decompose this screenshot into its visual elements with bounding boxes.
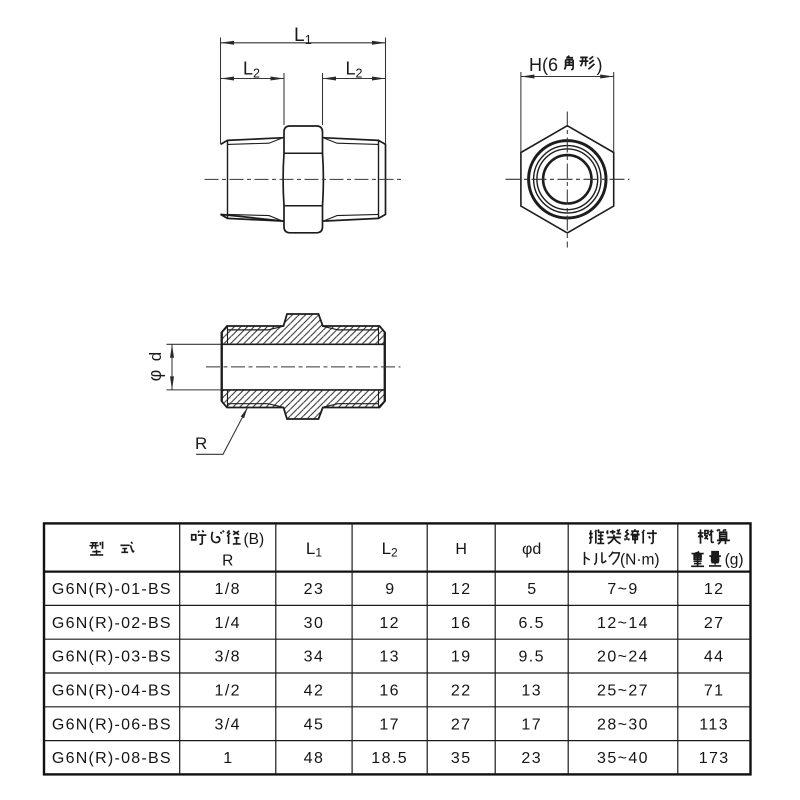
svg-text:23: 23 xyxy=(521,750,542,767)
svg-text:9: 9 xyxy=(385,581,394,598)
svg-text:27: 27 xyxy=(704,615,725,632)
svg-text:18.5: 18.5 xyxy=(371,750,408,767)
svg-text:G6N(R)-04-BS: G6N(R)-04-BS xyxy=(52,683,172,700)
svg-text:): ) xyxy=(597,55,603,75)
svg-text:48: 48 xyxy=(304,750,325,767)
svg-text:28~30: 28~30 xyxy=(597,716,649,733)
svg-text:17: 17 xyxy=(521,716,542,733)
svg-text:16: 16 xyxy=(379,683,400,700)
svg-text:R: R xyxy=(222,553,233,570)
svg-text:φ: φ xyxy=(145,370,165,382)
svg-text:17: 17 xyxy=(379,716,400,733)
svg-text:R: R xyxy=(195,434,207,453)
svg-text:(g): (g) xyxy=(725,552,744,569)
svg-text:1/8: 1/8 xyxy=(215,581,241,598)
svg-text:13: 13 xyxy=(521,683,542,700)
svg-text:16: 16 xyxy=(451,615,472,632)
svg-text:12: 12 xyxy=(704,581,725,598)
svg-text:34: 34 xyxy=(304,649,325,666)
svg-text:7~9: 7~9 xyxy=(607,581,638,598)
svg-text:12: 12 xyxy=(379,615,400,632)
svg-text:25~27: 25~27 xyxy=(597,683,649,700)
svg-text:G6N(R)-08-BS: G6N(R)-08-BS xyxy=(52,750,172,767)
svg-text:G6N(R)-06-BS: G6N(R)-06-BS xyxy=(52,716,172,733)
svg-text:42: 42 xyxy=(304,683,325,700)
svg-text:35~40: 35~40 xyxy=(597,750,649,767)
svg-text:H: H xyxy=(455,541,467,558)
svg-text:45: 45 xyxy=(304,716,325,733)
svg-text:6.5: 6.5 xyxy=(518,615,544,632)
svg-text:H(6: H(6 xyxy=(529,55,558,75)
svg-text:71: 71 xyxy=(704,683,725,700)
svg-text:12~14: 12~14 xyxy=(597,615,649,632)
svg-text:20~24: 20~24 xyxy=(597,649,649,666)
svg-text:3/8: 3/8 xyxy=(215,649,241,666)
svg-text:1/4: 1/4 xyxy=(215,615,241,632)
svg-text:1: 1 xyxy=(223,750,232,767)
svg-text:d: d xyxy=(146,352,165,361)
svg-text:113: 113 xyxy=(699,716,729,733)
svg-text:44: 44 xyxy=(704,649,725,666)
svg-text:φd: φd xyxy=(522,541,541,558)
svg-text:30: 30 xyxy=(304,615,325,632)
svg-text:12: 12 xyxy=(451,581,472,598)
svg-text:9.5: 9.5 xyxy=(518,649,544,666)
svg-text:(B): (B) xyxy=(244,531,265,548)
svg-text:13: 13 xyxy=(379,649,400,666)
svg-text:G6N(R)-01-BS: G6N(R)-01-BS xyxy=(52,581,172,598)
svg-text:27: 27 xyxy=(451,716,472,733)
svg-text:G6N(R)-03-BS: G6N(R)-03-BS xyxy=(52,649,172,666)
svg-text:5: 5 xyxy=(527,581,536,598)
svg-text:3/4: 3/4 xyxy=(215,716,241,733)
svg-text:19: 19 xyxy=(451,649,472,666)
svg-text:1/2: 1/2 xyxy=(215,683,241,700)
svg-text:35: 35 xyxy=(451,750,472,767)
svg-text:G6N(R)-02-BS: G6N(R)-02-BS xyxy=(52,615,172,632)
svg-text:23: 23 xyxy=(304,581,325,598)
svg-text:(N·m): (N·m) xyxy=(620,552,660,569)
svg-text:22: 22 xyxy=(451,683,472,700)
svg-text:173: 173 xyxy=(699,750,730,767)
